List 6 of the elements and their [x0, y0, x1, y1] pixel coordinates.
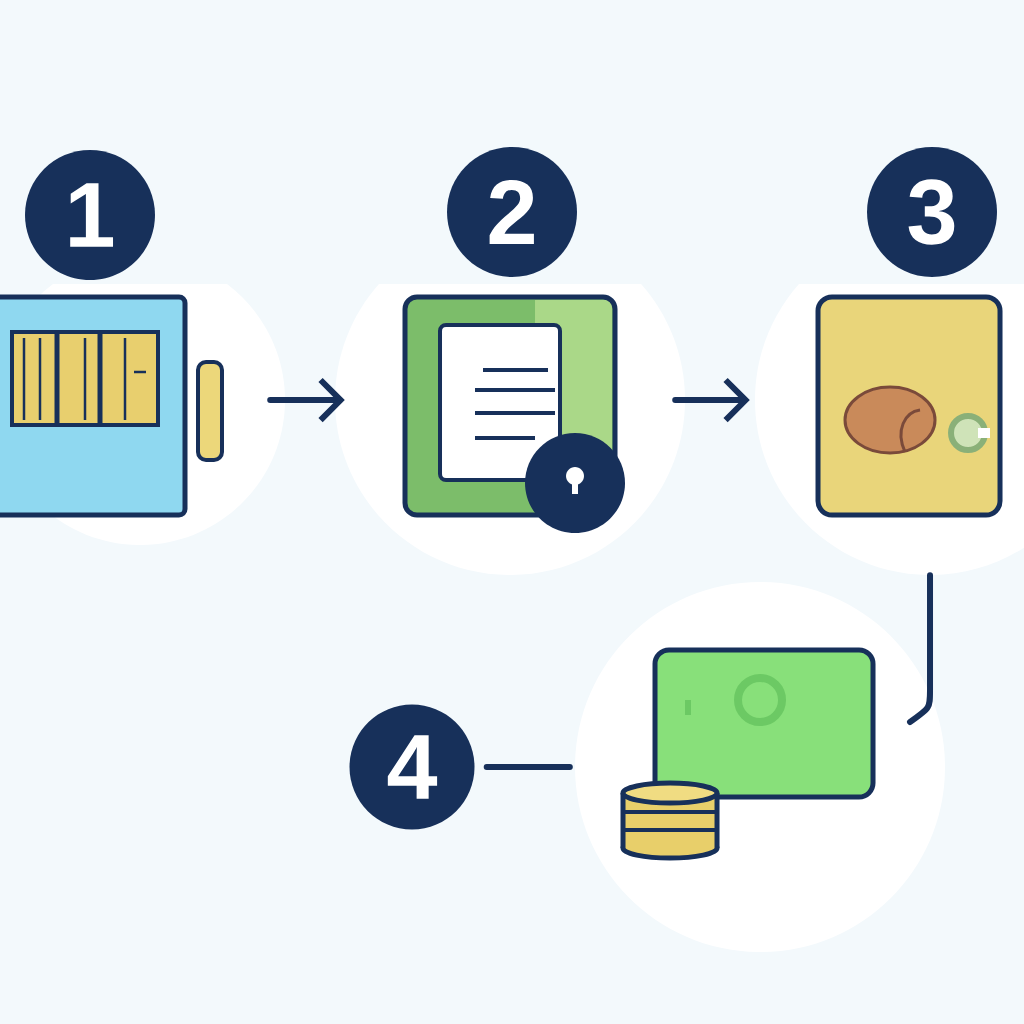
card-drawing [755, 284, 1024, 575]
connector-line [483, 764, 573, 770]
connector-line [907, 572, 933, 725]
slot-machine-drawing [0, 284, 285, 545]
money-drawing [575, 582, 945, 952]
document-drawing [335, 284, 685, 575]
